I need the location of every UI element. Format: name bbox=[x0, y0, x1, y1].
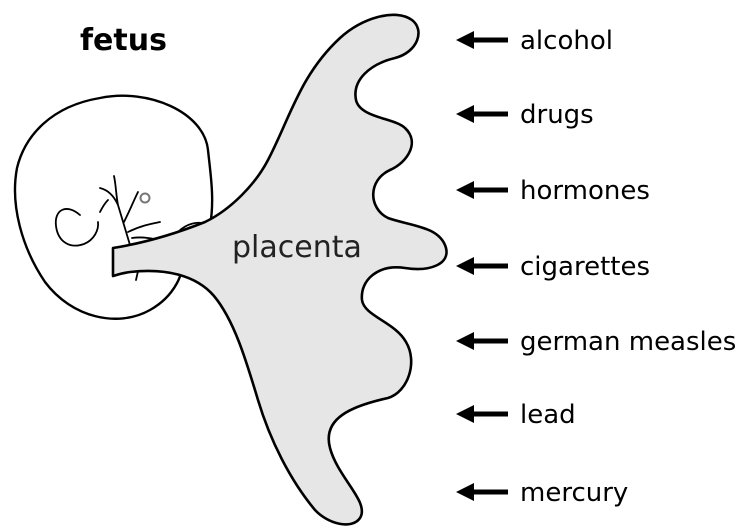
arrow-left-icon bbox=[456, 257, 508, 275]
fetus-title: fetus bbox=[80, 23, 167, 58]
arrow-left-icon bbox=[456, 105, 508, 123]
agent-label: german measles bbox=[520, 327, 736, 357]
agent-row: drugs bbox=[456, 100, 594, 130]
arrow-left-icon bbox=[456, 31, 508, 49]
agent-label: hormones bbox=[520, 176, 650, 206]
agent-label: cigarettes bbox=[520, 252, 650, 282]
fetus-vessels bbox=[100, 176, 168, 245]
arrow-left-icon bbox=[456, 181, 508, 199]
agent-row: lead bbox=[456, 400, 576, 430]
agent-row: alcohol bbox=[456, 26, 613, 56]
arrow-left-icon bbox=[456, 405, 508, 423]
arrow-left-icon bbox=[456, 483, 508, 501]
placenta-label: placenta bbox=[232, 230, 362, 265]
agent-row: hormones bbox=[456, 176, 650, 206]
agent-row: german measles bbox=[456, 327, 736, 357]
agent-label: mercury bbox=[520, 478, 628, 508]
agent-row: mercury bbox=[456, 478, 628, 508]
fetus-body-outline bbox=[15, 96, 212, 319]
arrow-left-icon bbox=[456, 332, 508, 350]
placenta-shape bbox=[113, 15, 447, 525]
fetus-drawing bbox=[15, 96, 212, 319]
agent-label: lead bbox=[520, 400, 576, 430]
agent-list: alcohol drugs hormones cigarettes german mea… bbox=[456, 26, 736, 508]
agent-label: alcohol bbox=[520, 26, 613, 56]
fetus-eye bbox=[141, 194, 150, 203]
fetus-arm bbox=[56, 209, 98, 246]
agent-label: drugs bbox=[520, 100, 594, 130]
agent-row: cigarettes bbox=[456, 252, 650, 282]
